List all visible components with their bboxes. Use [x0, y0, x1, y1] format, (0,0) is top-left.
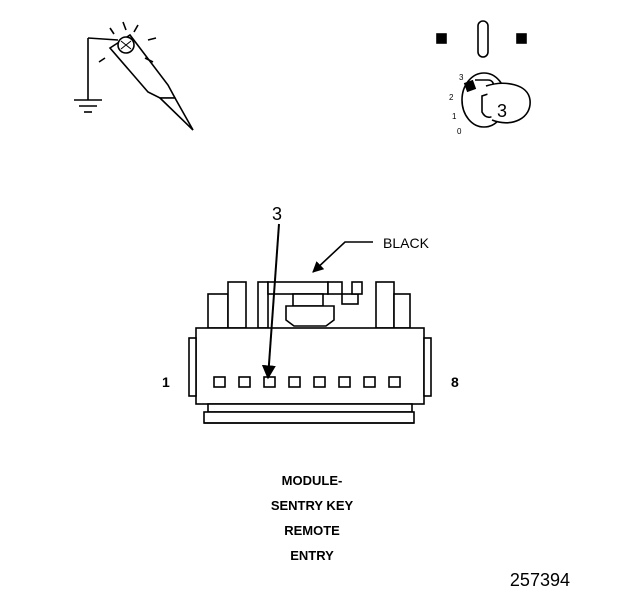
test-light-icon: [74, 21, 194, 131]
color-callout-label: BLACK: [383, 235, 430, 251]
pin-cavity-3: [263, 376, 276, 388]
ignition-key-label: 3: [497, 101, 507, 121]
pin-cavity-1: [213, 376, 226, 388]
ignition-position-0: 0: [457, 127, 462, 136]
pin-first-label: 1: [162, 374, 170, 390]
connector-drawing: [188, 281, 432, 424]
caption-line-2: SENTRY KEY: [270, 498, 354, 513]
pin-cavity-2: [238, 376, 251, 388]
pin-cavity-6: [338, 376, 351, 388]
module-caption: MODULE- SENTRY KEY REMOTE ENTRY: [212, 468, 412, 568]
caption-line-1: MODULE-: [281, 473, 343, 488]
ignition-position-1: 1: [452, 112, 457, 121]
color-callout-arrow: [312, 241, 373, 273]
ignition-position-2: 2: [449, 93, 454, 102]
ignition-position-3: 3: [459, 73, 464, 82]
pin-cavity-4: [288, 376, 301, 388]
pin-callout-arrow: [261, 223, 280, 380]
caption-line-3: REMOTE: [284, 523, 340, 538]
pin-cavity-5: [313, 376, 326, 388]
figure-number: 257394: [509, 570, 570, 590]
connector-pin-row: [213, 376, 401, 388]
pin-cavity-8: [388, 376, 401, 388]
caption-line-4: ENTRY: [290, 548, 334, 563]
pin-callout-label: 3: [272, 204, 282, 224]
pin-cavity-7: [363, 376, 376, 388]
pin-last-label: 8: [451, 374, 459, 390]
ignition-key-icon: [436, 20, 531, 128]
